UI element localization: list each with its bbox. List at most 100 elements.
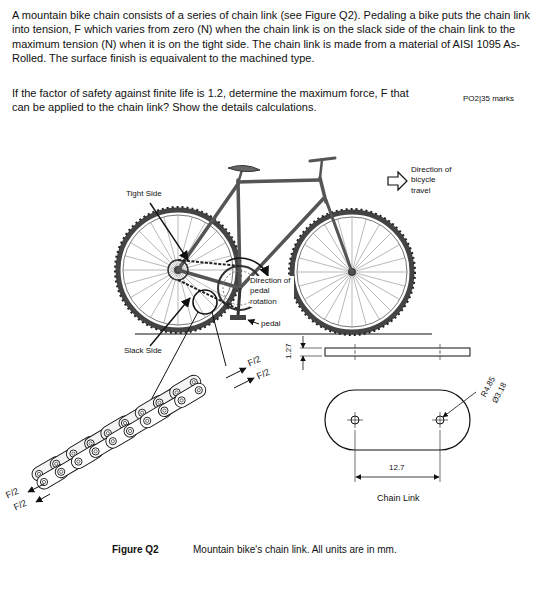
centre-marks (347, 412, 448, 428)
dimension-text: 1.27 (284, 343, 294, 359)
drawing-part (139, 270, 178, 309)
drawing-part (304, 272, 352, 300)
drawing-part (151, 270, 179, 318)
drawing-part (352, 272, 391, 311)
extension-line (440, 430, 441, 482)
dimension-text: 12.7 (389, 463, 405, 473)
wheels (115, 207, 415, 335)
drawing-part (299, 272, 352, 286)
drawing-part (352, 258, 405, 272)
drawing-part (75, 458, 82, 465)
part-label: Tight Side (126, 189, 162, 199)
drawing-part (77, 460, 80, 463)
force-arrow (28, 484, 44, 492)
chain-illustration (29, 373, 208, 492)
crank-arm (238, 288, 240, 316)
drawing-part (192, 381, 195, 384)
drawing-part (60, 470, 63, 473)
drawing-part (313, 272, 352, 311)
rotation-arrow (226, 258, 268, 276)
drawing-part (178, 215, 179, 270)
drawing-part (146, 419, 149, 422)
link-plate (325, 390, 470, 450)
drawing-part (238, 180, 320, 182)
drawing-part (180, 399, 183, 402)
direction-note: Direction of pedal rotation (250, 276, 294, 307)
drawing-part (178, 270, 233, 271)
question-text: If the factor of safety against finite l… (12, 86, 417, 115)
drawing-part (352, 233, 391, 272)
marks-note: PO2|35 marks (463, 94, 514, 104)
travel-arrow (388, 172, 407, 190)
drawing-part (163, 409, 166, 412)
drawing-part (352, 224, 380, 272)
dimension-line (303, 356, 304, 370)
drawing-part (94, 450, 97, 453)
force-arrow (36, 494, 50, 502)
force-label: F/2 (246, 354, 263, 370)
figure-caption: Figure Q2 (112, 543, 159, 556)
pin-axis (355, 344, 356, 360)
dimension-line (303, 336, 304, 348)
highlight-circle (193, 290, 217, 314)
drawing-part (338, 272, 352, 325)
extension-line (355, 430, 356, 482)
drawing-part (58, 468, 65, 475)
drawing-part (151, 222, 179, 270)
drawing-part (310, 158, 335, 161)
direction-note: Direction of bicycle travel (411, 165, 457, 196)
force-arrow (226, 368, 246, 378)
drawing-part (126, 427, 133, 434)
pedal-shape (230, 315, 246, 320)
drawing-part (175, 391, 178, 394)
drawing-part (297, 272, 352, 273)
drawing-part (320, 178, 326, 202)
drawing-part (72, 452, 75, 455)
drawing-part (111, 440, 114, 443)
drawing-part (352, 272, 407, 273)
saddle (228, 165, 260, 171)
question-text: A mountain bike chain consists of a seri… (12, 8, 547, 65)
drawing-part (130, 243, 178, 271)
ground-line (135, 333, 432, 334)
tight-arrow (150, 203, 188, 260)
drawing-part (55, 462, 58, 465)
link-side-view (325, 348, 470, 356)
drawing-part (352, 272, 400, 300)
bike-frame (178, 158, 352, 288)
drawing-part (240, 198, 324, 288)
drawing-part (326, 200, 352, 272)
drawing-part (161, 407, 168, 414)
drawing-part (352, 272, 353, 327)
drawing-part (178, 270, 179, 325)
drawing-part (128, 429, 131, 432)
drawing-part (92, 448, 99, 455)
drawing-part (123, 421, 126, 424)
drawing-part (144, 417, 151, 424)
force-arrow (234, 378, 254, 388)
pin-axis (440, 344, 441, 360)
drawing-part (130, 270, 178, 298)
drawing-part (42, 480, 45, 483)
drawing-part (238, 180, 240, 288)
drawing-part (320, 160, 322, 178)
pedal-leader (248, 320, 259, 324)
drawing-part (352, 219, 366, 272)
drawing-part (123, 270, 178, 271)
drawing-part (355, 412, 356, 428)
tight-chain (178, 260, 240, 266)
dimension-line (356, 477, 439, 478)
drawing-part (37, 472, 40, 475)
part-label: Slack Side (124, 346, 162, 356)
drawing-part (352, 272, 380, 320)
rear-sprocket (168, 260, 188, 280)
radius-leader (443, 392, 476, 417)
drawing-part (325, 272, 353, 320)
drawing-part (109, 438, 116, 445)
drawing-part (178, 397, 185, 404)
drawing-part (106, 432, 109, 435)
drawing-part (197, 389, 200, 392)
slack-chain (178, 280, 240, 310)
drawing-part (352, 245, 400, 273)
drawing-part (158, 401, 161, 404)
